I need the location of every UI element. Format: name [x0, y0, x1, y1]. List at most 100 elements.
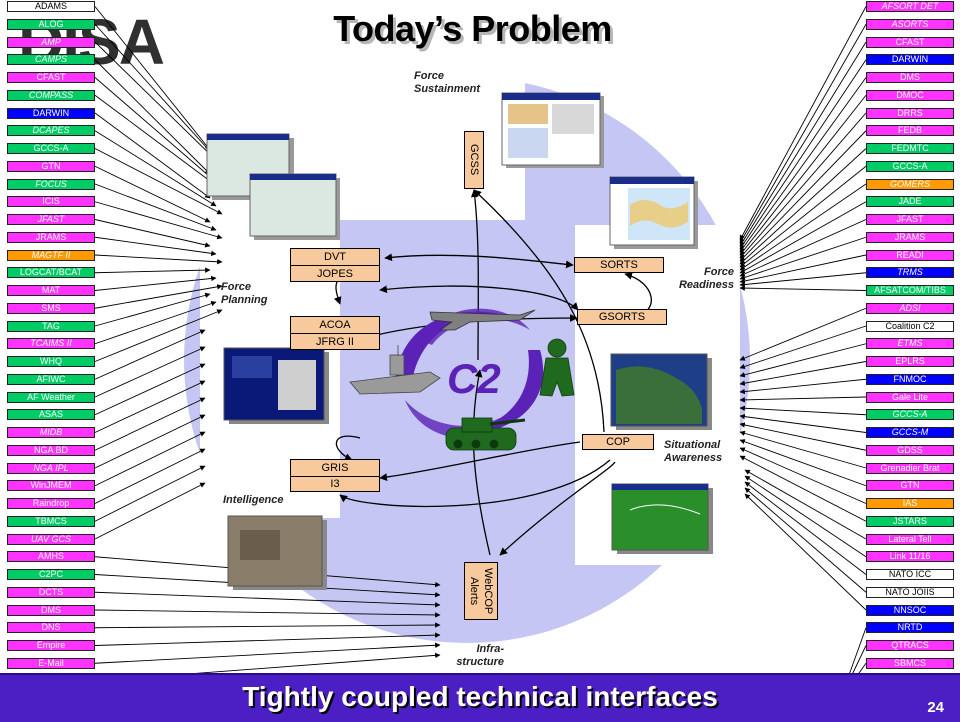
- left-system-box[interactable]: MAT: [7, 285, 95, 296]
- area-force-sustainment-line2: Sustainment: [414, 83, 481, 95]
- left-system-box[interactable]: JRAMS: [7, 231, 95, 243]
- left-interface-line: [94, 219, 211, 248]
- gris-i3-box[interactable]: GRIS I3: [290, 459, 380, 492]
- sorts-box[interactable]: SORTS: [574, 257, 664, 273]
- right-system-box[interactable]: READI: [866, 249, 954, 261]
- right-system-box[interactable]: QTRACS: [866, 640, 954, 651]
- right-system-box[interactable]: JSTARS: [866, 515, 954, 527]
- right-interface-line: [739, 455, 867, 522]
- left-interface-line: [94, 309, 223, 362]
- left-system-box[interactable]: ADAMS: [7, 1, 95, 12]
- right-system-box[interactable]: GDSS: [866, 444, 954, 456]
- left-system-box[interactable]: Raindrop: [7, 498, 95, 509]
- left-system-box[interactable]: E-Mail: [7, 657, 95, 669]
- webcop-alerts-box[interactable]: WebCOP Alerts: [464, 562, 498, 620]
- right-system-box[interactable]: GTN: [866, 480, 954, 492]
- right-system-box[interactable]: IAS: [866, 498, 954, 509]
- left-interface-line: [94, 380, 206, 433]
- right-system-box[interactable]: DMOC: [866, 89, 954, 101]
- left-system-box[interactable]: GTN: [7, 160, 95, 172]
- right-interface-line: [739, 112, 867, 259]
- left-system-box[interactable]: ICIS: [7, 196, 95, 208]
- right-system-box[interactable]: GOMERS: [866, 178, 954, 190]
- right-system-box[interactable]: CFAST: [866, 36, 954, 48]
- right-system-box[interactable]: NRTD: [866, 622, 954, 634]
- left-system-box[interactable]: Empire: [7, 640, 95, 651]
- left-system-box[interactable]: DMS: [7, 604, 95, 616]
- left-system-box[interactable]: DARWIN: [7, 107, 95, 119]
- left-system-box[interactable]: JFAST: [7, 214, 95, 225]
- right-system-box[interactable]: DRRS: [866, 107, 954, 119]
- left-system-box[interactable]: AMHS: [7, 551, 95, 563]
- left-system-box[interactable]: ALOG: [7, 18, 95, 30]
- left-system-box[interactable]: ASAS: [7, 409, 95, 421]
- right-system-box[interactable]: Lateral Tell: [866, 533, 954, 545]
- left-system-box[interactable]: SMS: [7, 302, 95, 314]
- left-system-box[interactable]: GCCS-A: [7, 143, 95, 154]
- right-system-box[interactable]: GCCS-M: [866, 427, 954, 438]
- right-system-list: AFSORT DET ASORTS CFAST DARWIN DMS DMOC DRRS FE…: [866, 1, 954, 693]
- left-system-box[interactable]: C2PC: [7, 569, 95, 580]
- right-system-box[interactable]: TRMS: [866, 267, 954, 279]
- right-system-box[interactable]: Link 11/16: [866, 551, 954, 563]
- right-system-box[interactable]: FNMOC: [866, 373, 954, 385]
- left-system-box[interactable]: TBMCS: [7, 515, 95, 527]
- right-system-box[interactable]: Gale Lite: [866, 391, 954, 403]
- right-system-box[interactable]: Coalition C2: [866, 320, 954, 332]
- left-system-box[interactable]: DNS: [7, 622, 95, 634]
- left-system-box[interactable]: AFIWC: [7, 373, 95, 385]
- right-system-box[interactable]: AFSORT DET: [866, 1, 954, 12]
- right-system-box[interactable]: GCCS-A: [866, 409, 954, 421]
- right-system-box[interactable]: NNSOC: [866, 604, 954, 616]
- left-system-box[interactable]: TAG: [7, 320, 95, 332]
- right-system-box[interactable]: SBMCS: [866, 657, 954, 669]
- gsorts-box[interactable]: GSORTS: [577, 309, 667, 325]
- right-system-box[interactable]: Grenadier Brat: [866, 462, 954, 474]
- right-system-box[interactable]: DARWIN: [866, 54, 954, 66]
- right-system-box[interactable]: EPLRS: [866, 356, 954, 367]
- left-system-box[interactable]: NGA BD: [7, 444, 95, 456]
- right-system-box[interactable]: FEDMTC: [866, 143, 954, 154]
- right-system-box[interactable]: JRAMS: [866, 231, 954, 243]
- left-system-box[interactable]: MIDB: [7, 427, 95, 438]
- right-system-box[interactable]: ADSI: [866, 302, 954, 314]
- right-system-box[interactable]: NATO ICC: [866, 569, 954, 580]
- left-system-box[interactable]: CFAST: [7, 72, 95, 83]
- screenshot-acoa: [223, 347, 329, 424]
- right-interface-line: [739, 430, 867, 469]
- footer-bar: Tightly coupled technical interfaces 24: [0, 673, 960, 722]
- left-system-box[interactable]: WinJMEM: [7, 480, 95, 492]
- interface-lines: [94, 6, 867, 701]
- left-system-box[interactable]: AF Weather: [7, 391, 95, 403]
- cop-box[interactable]: COP: [582, 434, 654, 450]
- right-system-box[interactable]: JFAST: [866, 214, 954, 225]
- left-system-box[interactable]: DCAPES: [7, 125, 95, 137]
- screenshot-planning: [206, 133, 340, 240]
- right-system-box[interactable]: JADE: [866, 196, 954, 208]
- right-system-box[interactable]: NATO JOIIS: [866, 586, 954, 598]
- area-intelligence: Intelligence: [223, 494, 284, 507]
- dvt-jopes-box[interactable]: DVT JOPES: [290, 248, 380, 282]
- right-system-box[interactable]: GCCS-A: [866, 160, 954, 172]
- left-system-box[interactable]: TCAIMS II: [7, 338, 95, 350]
- left-system-box[interactable]: AMP: [7, 36, 95, 48]
- right-system-box[interactable]: FEDB: [866, 125, 954, 137]
- acoa-jfrg-box[interactable]: ACOA JFRG II: [290, 316, 380, 350]
- left-system-box[interactable]: WHQ: [7, 356, 95, 367]
- left-system-box[interactable]: COMPASS: [7, 89, 95, 101]
- right-system-box[interactable]: ASORTS: [866, 18, 954, 30]
- left-system-box[interactable]: LOGCAT/BCAT: [7, 267, 95, 279]
- right-interface-line: [739, 24, 867, 244]
- left-system-box[interactable]: NGA IPL: [7, 462, 95, 474]
- left-system-box[interactable]: MAGTF II: [7, 249, 95, 261]
- right-system-box[interactable]: AFSATCOM/TIBS: [866, 285, 954, 296]
- gcss-box[interactable]: GCSS: [464, 131, 484, 189]
- left-interface-line: [94, 201, 223, 240]
- left-system-box[interactable]: CAMPS: [7, 54, 95, 66]
- right-system-box[interactable]: ETMS: [866, 338, 954, 350]
- right-interface-line: [739, 148, 867, 265]
- left-system-box[interactable]: UAV GCS: [7, 533, 95, 545]
- left-system-box[interactable]: DCTS: [7, 586, 95, 598]
- left-system-box[interactable]: FOCUS: [7, 178, 95, 190]
- right-system-box[interactable]: DMS: [866, 72, 954, 83]
